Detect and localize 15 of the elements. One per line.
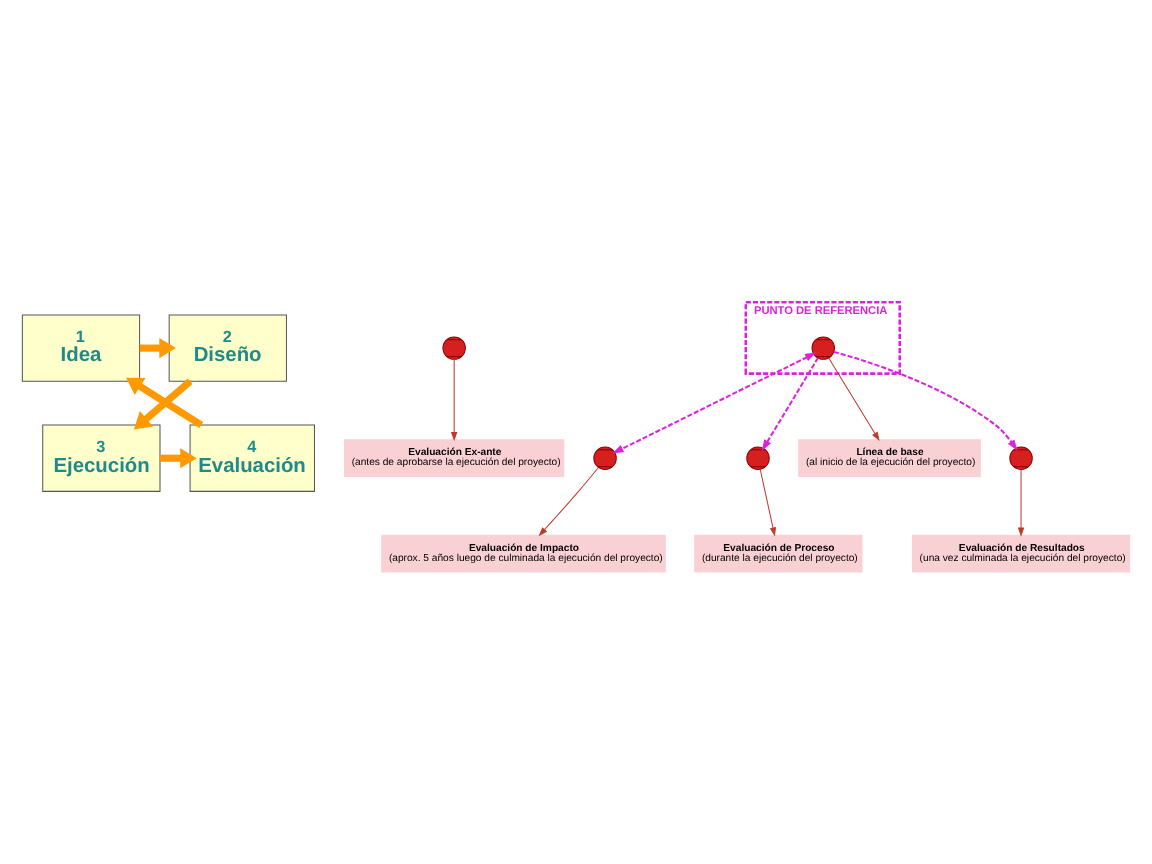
node-box: 4 Evaluación — [189, 423, 315, 491]
arrow — [538, 466, 599, 536]
arrow — [133, 377, 193, 429]
arrow — [828, 356, 880, 441]
node-box: 3 Ejecución — [42, 423, 161, 491]
node-box: 2 Diseño — [168, 313, 287, 381]
arrow — [761, 356, 819, 450]
arrow — [139, 337, 176, 358]
arrow — [126, 376, 204, 428]
arrow — [759, 467, 777, 536]
node-box: 1 Idea — [21, 313, 141, 381]
arrow — [833, 349, 1018, 450]
arrow — [450, 358, 458, 441]
arrow — [1017, 468, 1025, 536]
arrow — [160, 447, 197, 468]
